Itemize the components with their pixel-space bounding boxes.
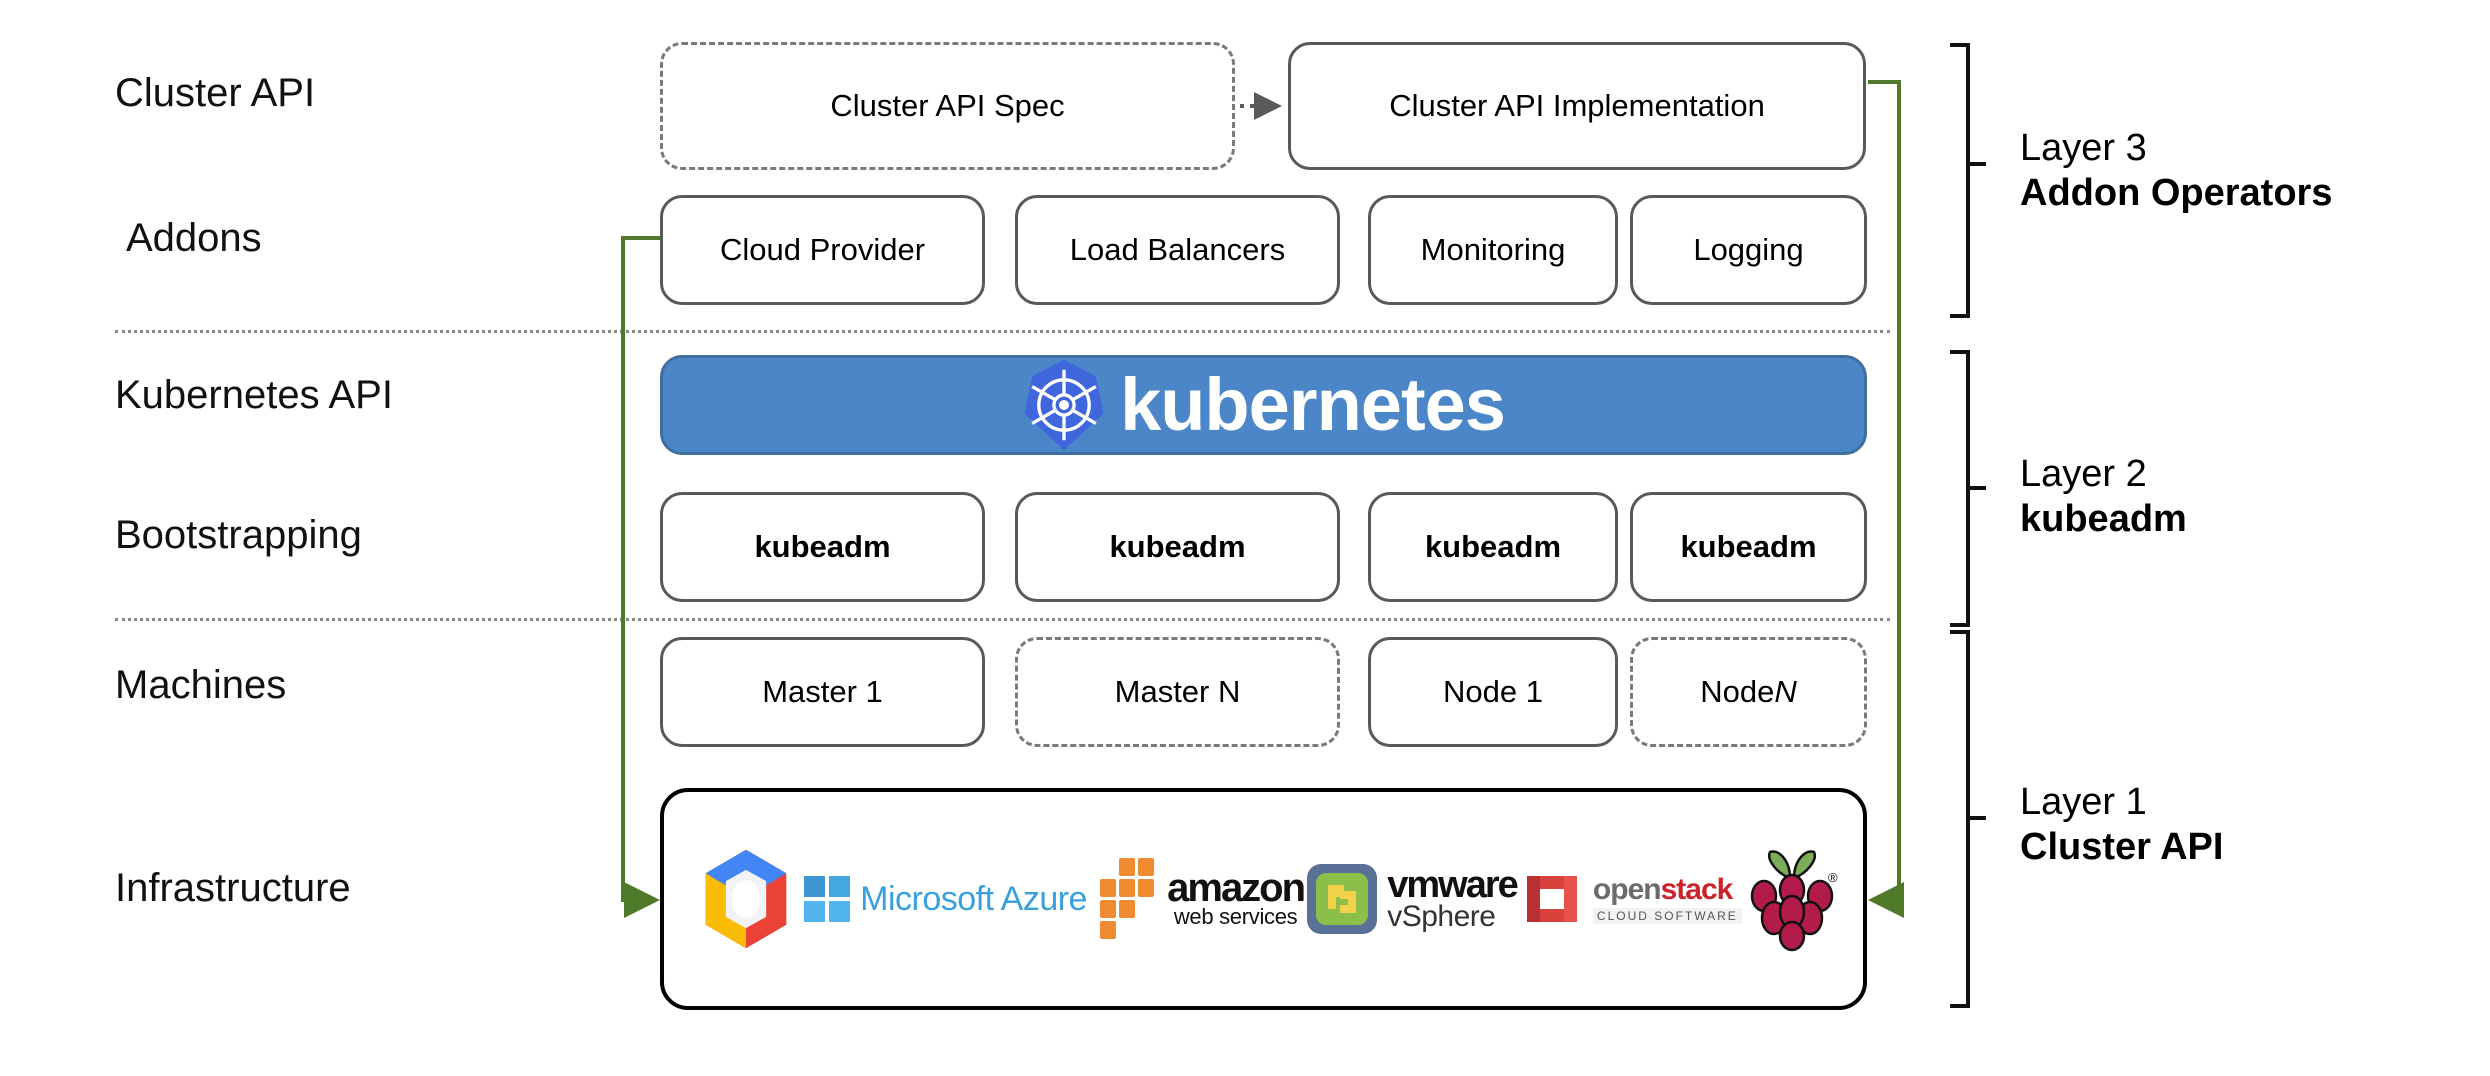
kubernetes-banner[interactable]: kubernetes [660, 355, 1867, 455]
vmware-wordmark: vmware [1387, 863, 1519, 906]
machine-box-master-n[interactable]: Master N [1015, 637, 1340, 747]
addon-box-load-balancers[interactable]: Load Balancers [1015, 195, 1340, 305]
vmware-vsphere-logo: vmware vSphere [1306, 863, 1519, 935]
infrastructure-box[interactable] [660, 788, 1867, 1010]
infrastructure-logo-strip: Microsoft Azure amazon web services [690, 838, 1840, 960]
layer-1-number: Layer 1 [2020, 781, 2147, 823]
svg-text:®: ® [1828, 870, 1838, 885]
row-label-bootstrapping: Bootstrapping [115, 513, 362, 557]
layer-2-name: kubeadm [2020, 497, 2187, 540]
layer-caption-2: Layer 2 kubeadm [2020, 452, 2187, 542]
layer-1-name: Cluster API [2020, 825, 2224, 868]
layer-1-bracket [1950, 630, 1986, 1008]
addon-box-cloud-provider[interactable]: Cloud Provider [660, 195, 985, 305]
raspberry-pi-logo: ® [1744, 844, 1840, 954]
machine-box-master-1[interactable]: Master 1 [660, 637, 985, 747]
amazon-web-services-logo: amazon web services [1089, 856, 1306, 942]
openstack-logo: openstack CLOUD SOFTWARE [1519, 866, 1742, 932]
windows-tile-icon [804, 876, 851, 922]
web-services-wordmark: web services [1173, 904, 1298, 930]
cluster-api-spec-box[interactable]: Cluster API Spec [660, 42, 1235, 170]
microsoft-azure-logo: Microsoft Azure [804, 876, 1087, 922]
row-label-kubernetes-api: Kubernetes API [115, 373, 393, 417]
band-separator-lower [115, 618, 1890, 621]
right-green-connector [1868, 80, 1904, 918]
kubeadm-box-4[interactable]: kubeadm [1630, 492, 1867, 602]
machine-box-node-n-label: Node [1700, 674, 1775, 709]
layer-3-bracket [1950, 43, 1986, 318]
google-cloud-platform-logo [690, 843, 802, 955]
row-label-infrastructure: Infrastructure [115, 866, 351, 910]
machine-box-node-n[interactable]: Node N [1630, 637, 1867, 747]
band-separator-upper [115, 330, 1890, 333]
openstack-tagline: CLOUD SOFTWARE [1592, 907, 1742, 924]
row-label-addons: Addons [126, 216, 262, 260]
machine-box-node-n-index: N [1774, 674, 1797, 709]
amazon-wordmark: amazon [1167, 866, 1306, 911]
openstack-wordmark: openstack [1592, 872, 1733, 906]
layer-2-number: Layer 2 [2020, 453, 2147, 495]
row-label-cluster-api: Cluster API [115, 71, 316, 115]
layer-3-name: Addon Operators [2020, 171, 2333, 214]
machine-box-node-1[interactable]: Node 1 [1368, 637, 1618, 747]
addon-box-logging[interactable]: Logging [1630, 195, 1867, 305]
addon-box-monitoring[interactable]: Monitoring [1368, 195, 1618, 305]
layer-caption-1: Layer 1 Cluster API [2020, 780, 2223, 870]
microsoft-azure-label: Microsoft Azure [860, 879, 1087, 918]
layer-3-number: Layer 3 [2020, 127, 2147, 169]
cluster-api-implementation-box[interactable]: Cluster API Implementation [1288, 42, 1866, 170]
row-label-machines: Machines [115, 663, 287, 707]
vsphere-square-icon [1307, 864, 1378, 934]
vsphere-wordmark: vSphere [1387, 899, 1496, 933]
kubeadm-box-1[interactable]: kubeadm [660, 492, 985, 602]
left-green-connector [621, 236, 660, 918]
layer-2-bracket [1950, 350, 1986, 627]
kubeadm-box-2[interactable]: kubeadm [1015, 492, 1340, 602]
kubernetes-helm-icon [1024, 359, 1104, 451]
layer-caption-3: Layer 3 Addon Operators [2020, 126, 2332, 216]
openstack-mark-icon [1526, 876, 1577, 922]
kubeadm-box-3[interactable]: kubeadm [1368, 492, 1618, 602]
aws-cubes-icon [1100, 858, 1155, 939]
kubernetes-wordmark: kubernetes [1120, 363, 1506, 446]
